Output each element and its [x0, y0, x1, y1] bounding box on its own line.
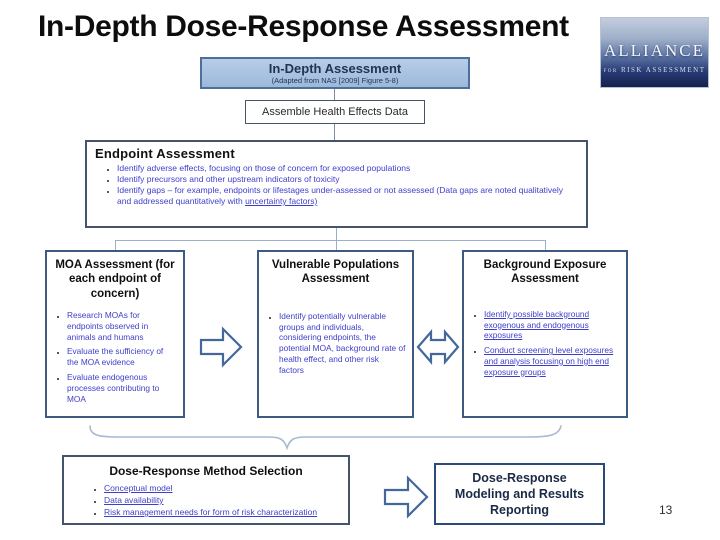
alliance-logo: ALLIANCE for RISK ASSESSMENT	[600, 17, 709, 88]
method-selection-title: Dose-Response Method Selection	[109, 464, 303, 478]
connector-branch-horizontal	[115, 240, 546, 241]
page-number: 13	[659, 503, 673, 517]
background-exposure-box: Background Exposure Assessment Identify …	[462, 250, 628, 418]
moa-bullet: Evaluate the sufficiency of the MOA evid…	[67, 346, 179, 368]
moa-bullet: Evaluate endogenous processes contributi…	[67, 372, 179, 404]
connector-assemble-to-endpoint	[334, 124, 335, 140]
in-depth-assessment-subtitle: (Adapted from NAS [2009] Figure 5-8)	[271, 76, 399, 85]
method-selection-box: Dose-Response Method Selection Conceptua…	[62, 455, 350, 525]
endpoint-assessment-title: Endpoint Assessment	[95, 146, 235, 161]
connector-branch-center	[336, 240, 337, 250]
logo-title: ALLIANCE	[604, 40, 705, 60]
method-link-item: Conceptual model	[104, 483, 348, 494]
conceptual-model-link[interactable]: Conceptual model	[104, 483, 173, 493]
background-exposure-title: Background Exposure Assessment	[483, 259, 607, 286]
vulnerable-populations-box: Vulnerable Populations Assessment Identi…	[257, 250, 414, 418]
moa-bullet-list: Research MOAs for endpoints observed in …	[51, 310, 179, 404]
endpoint-bullet: Identify adverse effects, focusing on th…	[117, 163, 578, 174]
in-depth-assessment-box: In-Depth Assessment (Adapted from NAS [2…	[200, 57, 470, 89]
method-link-item: Risk management needs for form of risk c…	[104, 507, 348, 518]
page-title: In-Depth Dose-Response Assessment	[38, 10, 569, 43]
connector-header-to-assemble	[334, 89, 335, 100]
endpoint-bullet-list: Identify adverse effects, focusing on th…	[95, 163, 578, 207]
in-depth-assessment-title: In-Depth Assessment	[268, 61, 402, 76]
endpoint-bullet: Identify gaps – for example, endpoints o…	[117, 185, 578, 207]
modeling-reporting-box: Dose-Response Modeling and Results Repor…	[434, 463, 605, 525]
background-exposures-link[interactable]: Identify possible background exogenous a…	[484, 308, 590, 341]
vulnerable-populations-title: Vulnerable Populations Assessment	[271, 259, 400, 286]
endpoint-assessment-box: Endpoint Assessment Identify adverse eff…	[85, 140, 588, 228]
arrow-double-icon	[416, 329, 460, 365]
endpoint-bullet: Identify precursors and other upstream i…	[117, 174, 578, 185]
connector-branch-right	[545, 240, 546, 250]
vulnerable-bullet: Identify potentially vulnerable groups a…	[279, 311, 408, 376]
curly-brace	[89, 425, 562, 451]
moa-assessment-title: MOA Assessment (for each endpoint of con…	[55, 259, 175, 300]
data-availability-link[interactable]: Data availability	[104, 495, 164, 506]
logo-tagline: for RISK ASSESSMENT	[603, 65, 706, 74]
uncertainty-factors-link[interactable]: uncertainty factors)	[245, 196, 318, 207]
moa-bullet: Research MOAs for endpoints observed in …	[67, 310, 179, 342]
arrow-right-bottom-icon	[383, 475, 429, 519]
risk-management-needs-link[interactable]: Risk management needs for form of risk c…	[104, 507, 318, 518]
method-link-item: Data availability	[104, 495, 348, 506]
method-selection-link-list: Conceptual model Data availability Risk …	[64, 483, 348, 518]
assemble-health-effects-label: Assemble Health Effects Data	[262, 106, 408, 118]
background-link-item: Conduct screening level exposures and an…	[484, 345, 622, 377]
assemble-health-effects-box: Assemble Health Effects Data	[245, 100, 425, 124]
endpoint-bullet-text: Identify gaps – for example, endpoints o…	[117, 185, 564, 207]
vulnerable-bullet-list: Identify potentially vulnerable groups a…	[263, 311, 408, 376]
connector-endpoint-stem	[336, 228, 337, 240]
moa-assessment-box: MOA Assessment (for each endpoint of con…	[45, 250, 185, 418]
modeling-reporting-title: Dose-Response Modeling and Results Repor…	[454, 470, 585, 518]
background-link-list: Identify possible background exogenous a…	[468, 309, 622, 378]
arrow-right-icon	[199, 326, 243, 368]
connector-branch-left	[115, 240, 116, 250]
background-link-item: Identify possible background exogenous a…	[484, 309, 622, 341]
screening-level-link[interactable]: Conduct screening level exposures and an…	[484, 345, 614, 377]
